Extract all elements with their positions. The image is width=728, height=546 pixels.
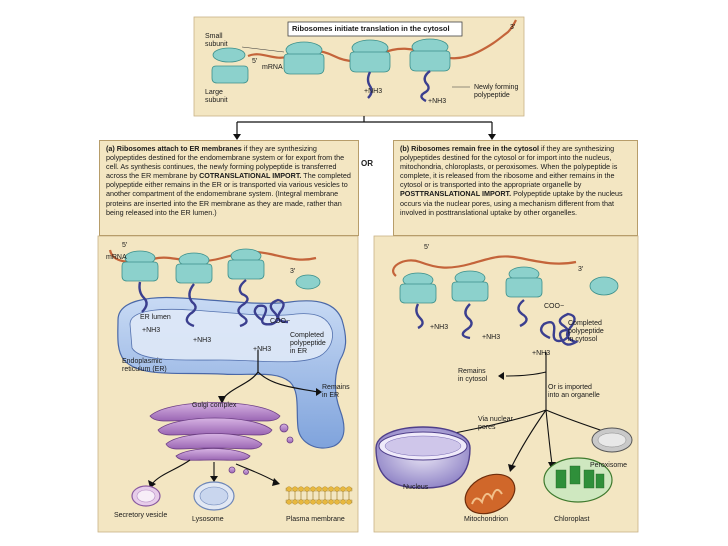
panel-b-three-prime: 3′ — [578, 266, 584, 273]
free-large-subunit — [211, 65, 249, 84]
lipid-head — [298, 486, 304, 492]
panel-b-nh3-3: +NH3 — [532, 350, 551, 357]
free-small-subunit — [212, 47, 246, 63]
box-b-text-2: Polypeptide uptake by the nucleus occurs… — [400, 189, 623, 217]
plasma-membrane-label: Plasma membrane — [286, 516, 345, 523]
top-nh3-b: +NH3 — [428, 98, 447, 105]
peroxisome-label: Peroxisome — [590, 462, 627, 469]
branch-arrows — [236, 116, 493, 136]
remains-in-cytosol-label: Remains in cytosol — [458, 368, 488, 383]
box-a-text-2: The completed polypeptide either remains… — [106, 171, 351, 217]
top-ribosome-1 — [283, 41, 325, 75]
large-subunit-label: Large subunit — [205, 89, 228, 104]
panel-a-polypeptides — [138, 279, 289, 328]
panel-b-completed: Completed polypeptide in cytosol — [568, 320, 604, 343]
panel-a-nh3-3: +NH3 — [253, 346, 272, 353]
lipid-head — [334, 486, 340, 492]
box-a-bold-term: COTRANSLATIONAL IMPORT. — [199, 171, 302, 181]
imported-label: Or is imported into an organelle — [548, 384, 600, 399]
lipid-head — [322, 486, 328, 492]
remains-in-er-label: Remains in ER — [322, 384, 350, 399]
plasma-membrane-lipids — [286, 486, 352, 505]
lipid-head — [322, 499, 328, 505]
lipid-head — [340, 486, 346, 492]
panel-a-nh3-1: +NH3 — [142, 327, 161, 334]
lipid-head — [298, 499, 304, 505]
top-nh3-a: +NH3 — [364, 88, 383, 95]
er-lumen-label: ER lumen — [140, 314, 171, 321]
lipid-head — [346, 499, 352, 505]
panel-a-mrna-label: mRNA — [106, 254, 127, 261]
small-subunit-label: Small subunit — [205, 33, 228, 48]
top-three-prime: 3′ — [510, 24, 516, 31]
via-pores-label: Via nuclear pores — [478, 416, 513, 431]
lipid-head — [304, 486, 310, 492]
panel-a-ribosomes — [121, 248, 321, 290]
lipid-head — [328, 499, 334, 505]
peroxisome-shape — [591, 427, 633, 453]
box-a: (a) Ribosomes attach to ER membranes if … — [99, 140, 359, 236]
top-ribosome-2 — [349, 39, 391, 99]
box-b-bold-term: POSTTRANSLATIONAL IMPORT. — [400, 189, 512, 199]
lipid-head — [304, 499, 310, 505]
panel-b-nh3-1: +NH3 — [430, 324, 449, 331]
lipid-head — [316, 499, 322, 505]
panel-a-three-prime: 3′ — [290, 268, 296, 275]
box-b: (b) Ribosomes remain free in the cytosol… — [393, 140, 638, 236]
top-five-prime: 5′ — [252, 58, 258, 65]
lipid-head — [286, 499, 292, 505]
newly-forming-label: Newly forming polypeptide — [474, 84, 519, 99]
panel-b-ribosomes — [399, 266, 619, 304]
nucleus-label: Nucleus — [403, 484, 429, 491]
lipid-head — [316, 486, 322, 492]
panel-a-completed: Completed polypeptide in ER — [290, 332, 326, 355]
chloroplast-shape — [543, 457, 613, 503]
lipid-head — [346, 486, 352, 492]
box-a-heading: (a) Ribosomes attach to ER membranes — [106, 144, 242, 153]
panel-b-polypeptides — [415, 299, 579, 346]
panel-b-nh3-2: +NH3 — [482, 334, 501, 341]
top-ribosome-3 — [409, 38, 451, 103]
panel-b-five-prime: 5′ — [424, 244, 430, 251]
lysosome-label: Lysosome — [192, 516, 224, 523]
lipid-head — [292, 499, 298, 505]
er-label: Endoplasmic reticulum (ER) — [122, 358, 167, 373]
lipid-head — [310, 499, 316, 505]
lipid-head — [328, 486, 334, 492]
nucleus-shape — [375, 426, 471, 489]
panel-a-five-prime: 5′ — [122, 242, 128, 249]
lipid-head — [292, 486, 298, 492]
top-title-box — [287, 21, 463, 37]
panel-b-mrna — [392, 255, 577, 277]
box-b-heading: (b) Ribosomes remain free in the cytosol — [400, 144, 539, 153]
secretory-vesicle-label: Secretory vesicle — [114, 512, 168, 519]
or-label: OR — [361, 159, 373, 168]
lipid-head — [334, 499, 340, 505]
panel-a-nh3-2: +NH3 — [193, 337, 212, 344]
box-b-text-1: if they are synthesizing polypeptides de… — [400, 144, 618, 190]
lipid-head — [310, 486, 316, 492]
golgi-complex — [149, 402, 294, 475]
panel-b-coo: COO− — [544, 303, 565, 310]
top-title: Ribosomes initiate translation in the cy… — [292, 24, 450, 33]
mitochondrion-shape — [464, 473, 516, 515]
chloroplast-label: Chloroplast — [554, 516, 590, 523]
box-a-text-1: if they are synthesizing polypeptides de… — [106, 144, 345, 181]
panel-a-coo: COO− — [270, 318, 291, 325]
lipid-head — [340, 499, 346, 505]
top-mrna-label: mRNA — [262, 64, 283, 71]
golgi-label: Golgi complex — [192, 402, 237, 409]
mitochondrion-label: Mitochondrion — [464, 516, 508, 523]
lipid-head — [286, 486, 292, 492]
